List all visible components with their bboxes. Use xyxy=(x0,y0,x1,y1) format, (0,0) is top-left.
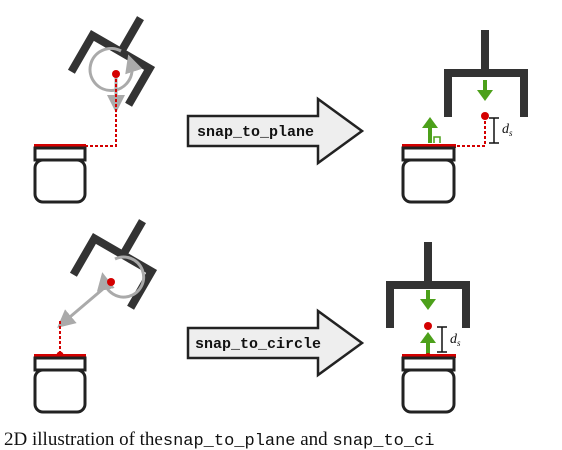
caption-code-plane: snap_to_plane xyxy=(162,432,296,450)
operation-arrow-plane: snap_to_plane xyxy=(186,96,365,166)
target-point xyxy=(424,322,432,330)
gripper-upright xyxy=(386,242,470,328)
jar xyxy=(33,354,87,414)
distance-marker xyxy=(489,117,499,144)
jar xyxy=(401,144,456,204)
bottom-row-before xyxy=(33,219,158,414)
snap-arrow-down xyxy=(420,290,436,310)
surface-normal-arrow xyxy=(420,332,436,354)
top-row-before xyxy=(33,16,156,204)
approach-arrow xyxy=(57,281,111,328)
rotation-arrow xyxy=(96,255,146,299)
operation-arrow-circle: snap_to_circle xyxy=(186,308,365,378)
distance-label: ds xyxy=(502,122,513,138)
caption-middle: and xyxy=(295,429,333,450)
snap-arrow-down xyxy=(477,80,493,101)
distance-label: ds xyxy=(450,332,461,348)
gripper-upright xyxy=(444,30,528,117)
rotation-arrow xyxy=(88,46,143,92)
caption-code-circle: snap_to_ci xyxy=(332,432,435,450)
jar xyxy=(33,144,87,204)
target-point xyxy=(112,70,120,78)
projection-line xyxy=(456,121,486,147)
jar xyxy=(401,354,456,414)
distance-marker xyxy=(437,326,447,353)
projection-line xyxy=(86,79,117,147)
target-point xyxy=(107,278,115,286)
operation-label-circle: snap_to_circle xyxy=(195,336,321,353)
caption-prefix: : 2D illustration of the xyxy=(0,429,163,450)
figure-caption: : 2D illustration of the snap_to_plane a… xyxy=(0,429,562,450)
gripper-tilted xyxy=(67,16,156,107)
target-point xyxy=(481,112,489,120)
operation-label-plane: snap_to_plane xyxy=(197,124,314,141)
top-row-after: ds xyxy=(401,30,528,204)
bottom-row-after: ds xyxy=(386,242,470,414)
surface-normal-arrow xyxy=(422,117,441,143)
